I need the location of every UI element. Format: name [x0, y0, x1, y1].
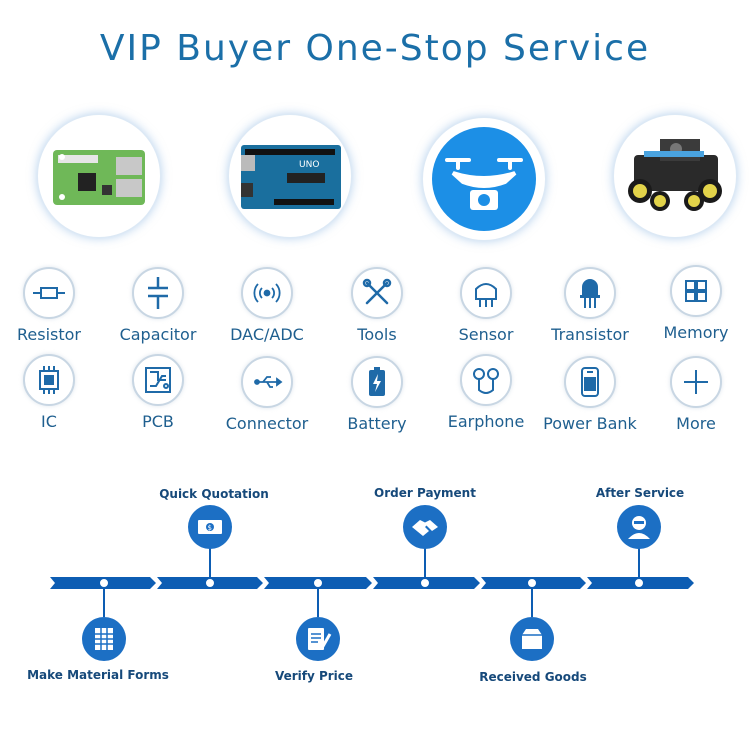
timeline-dot [420, 578, 430, 588]
step-quick-quotation: Quick Quotation [159, 487, 269, 501]
spreadsheet-icon [82, 617, 126, 661]
transistor-icon [564, 267, 616, 319]
timeline-stem [531, 587, 533, 617]
category-label: Capacitor [119, 325, 197, 344]
category-connector[interactable]: Connector [212, 356, 322, 433]
timeline-stem [209, 548, 211, 579]
category-tools[interactable]: Tools [322, 267, 432, 344]
category-label: DAC/ADC [230, 325, 304, 344]
category-sensor[interactable]: Sensor [431, 267, 541, 344]
timeline-dot [634, 578, 644, 588]
category-label: Memory [663, 323, 729, 342]
category-memory[interactable]: Memory [641, 265, 750, 342]
power-bank-icon [564, 356, 616, 408]
support-agent-icon [617, 505, 661, 549]
resistor-icon [23, 267, 75, 319]
category-label: Transistor [551, 325, 629, 344]
pcb-icon [132, 354, 184, 406]
step-order-payment: Order Payment [374, 486, 476, 500]
category-label: IC [41, 412, 57, 431]
memory-icon [670, 265, 722, 317]
chip-icon [23, 354, 75, 406]
tools-icon [351, 267, 403, 319]
category-label: PCB [142, 412, 174, 431]
category-dac-adc[interactable]: DAC/ADC [212, 267, 322, 344]
category-resistor[interactable]: Resistor [0, 267, 104, 344]
category-label: Resistor [17, 325, 81, 344]
page-title: VIP Buyer One-Stop Service [99, 28, 651, 69]
capacitor-icon [132, 267, 184, 319]
drone-icon[interactable] [422, 117, 546, 241]
category-battery[interactable]: Battery [322, 356, 432, 433]
usb-icon [241, 356, 293, 408]
category-label: Tools [357, 325, 397, 344]
step-after-service: After Service [595, 486, 685, 500]
step-verify-price: Verify Price [274, 669, 354, 683]
step-received-goods: Received Goods [479, 670, 587, 684]
category-ic[interactable]: IC [0, 354, 104, 431]
category-more[interactable]: More [641, 356, 750, 433]
category-label: Connector [225, 414, 309, 433]
earphone-icon [460, 354, 512, 406]
category-pcb[interactable]: PCB [103, 354, 213, 431]
category-earphone[interactable]: Earphone [431, 354, 541, 431]
handshake-icon [403, 505, 447, 549]
category-label: More [676, 414, 716, 433]
timeline-stem [638, 548, 640, 579]
category-label: Earphone [447, 412, 525, 431]
category-label: Sensor [458, 325, 514, 344]
document-pen-icon [296, 617, 340, 661]
timeline-stem [424, 548, 426, 579]
signal-wave-icon [241, 267, 293, 319]
category-power-bank[interactable]: Power Bank [535, 356, 645, 433]
arduino-board-icon[interactable]: UNO [228, 114, 352, 238]
category-capacitor[interactable]: Capacitor [103, 267, 213, 344]
category-label: Power Bank [543, 414, 637, 433]
sensor-icon [460, 267, 512, 319]
timeline-dot [205, 578, 215, 588]
raspberry-pi-board-icon[interactable] [37, 114, 161, 238]
timeline-stem [317, 587, 319, 617]
category-transistor[interactable]: Transistor [535, 267, 645, 344]
battery-icon [351, 356, 403, 408]
money-icon: $ [188, 505, 232, 549]
plus-icon [670, 356, 722, 408]
svg-text:$: $ [208, 524, 212, 532]
package-icon [510, 617, 554, 661]
robot-car-icon[interactable] [613, 114, 737, 238]
svg-text:UNO: UNO [299, 160, 319, 170]
timeline-stem [103, 587, 105, 617]
step-make-material-forms: Make Material Forms [27, 668, 169, 682]
category-label: Battery [347, 414, 407, 433]
